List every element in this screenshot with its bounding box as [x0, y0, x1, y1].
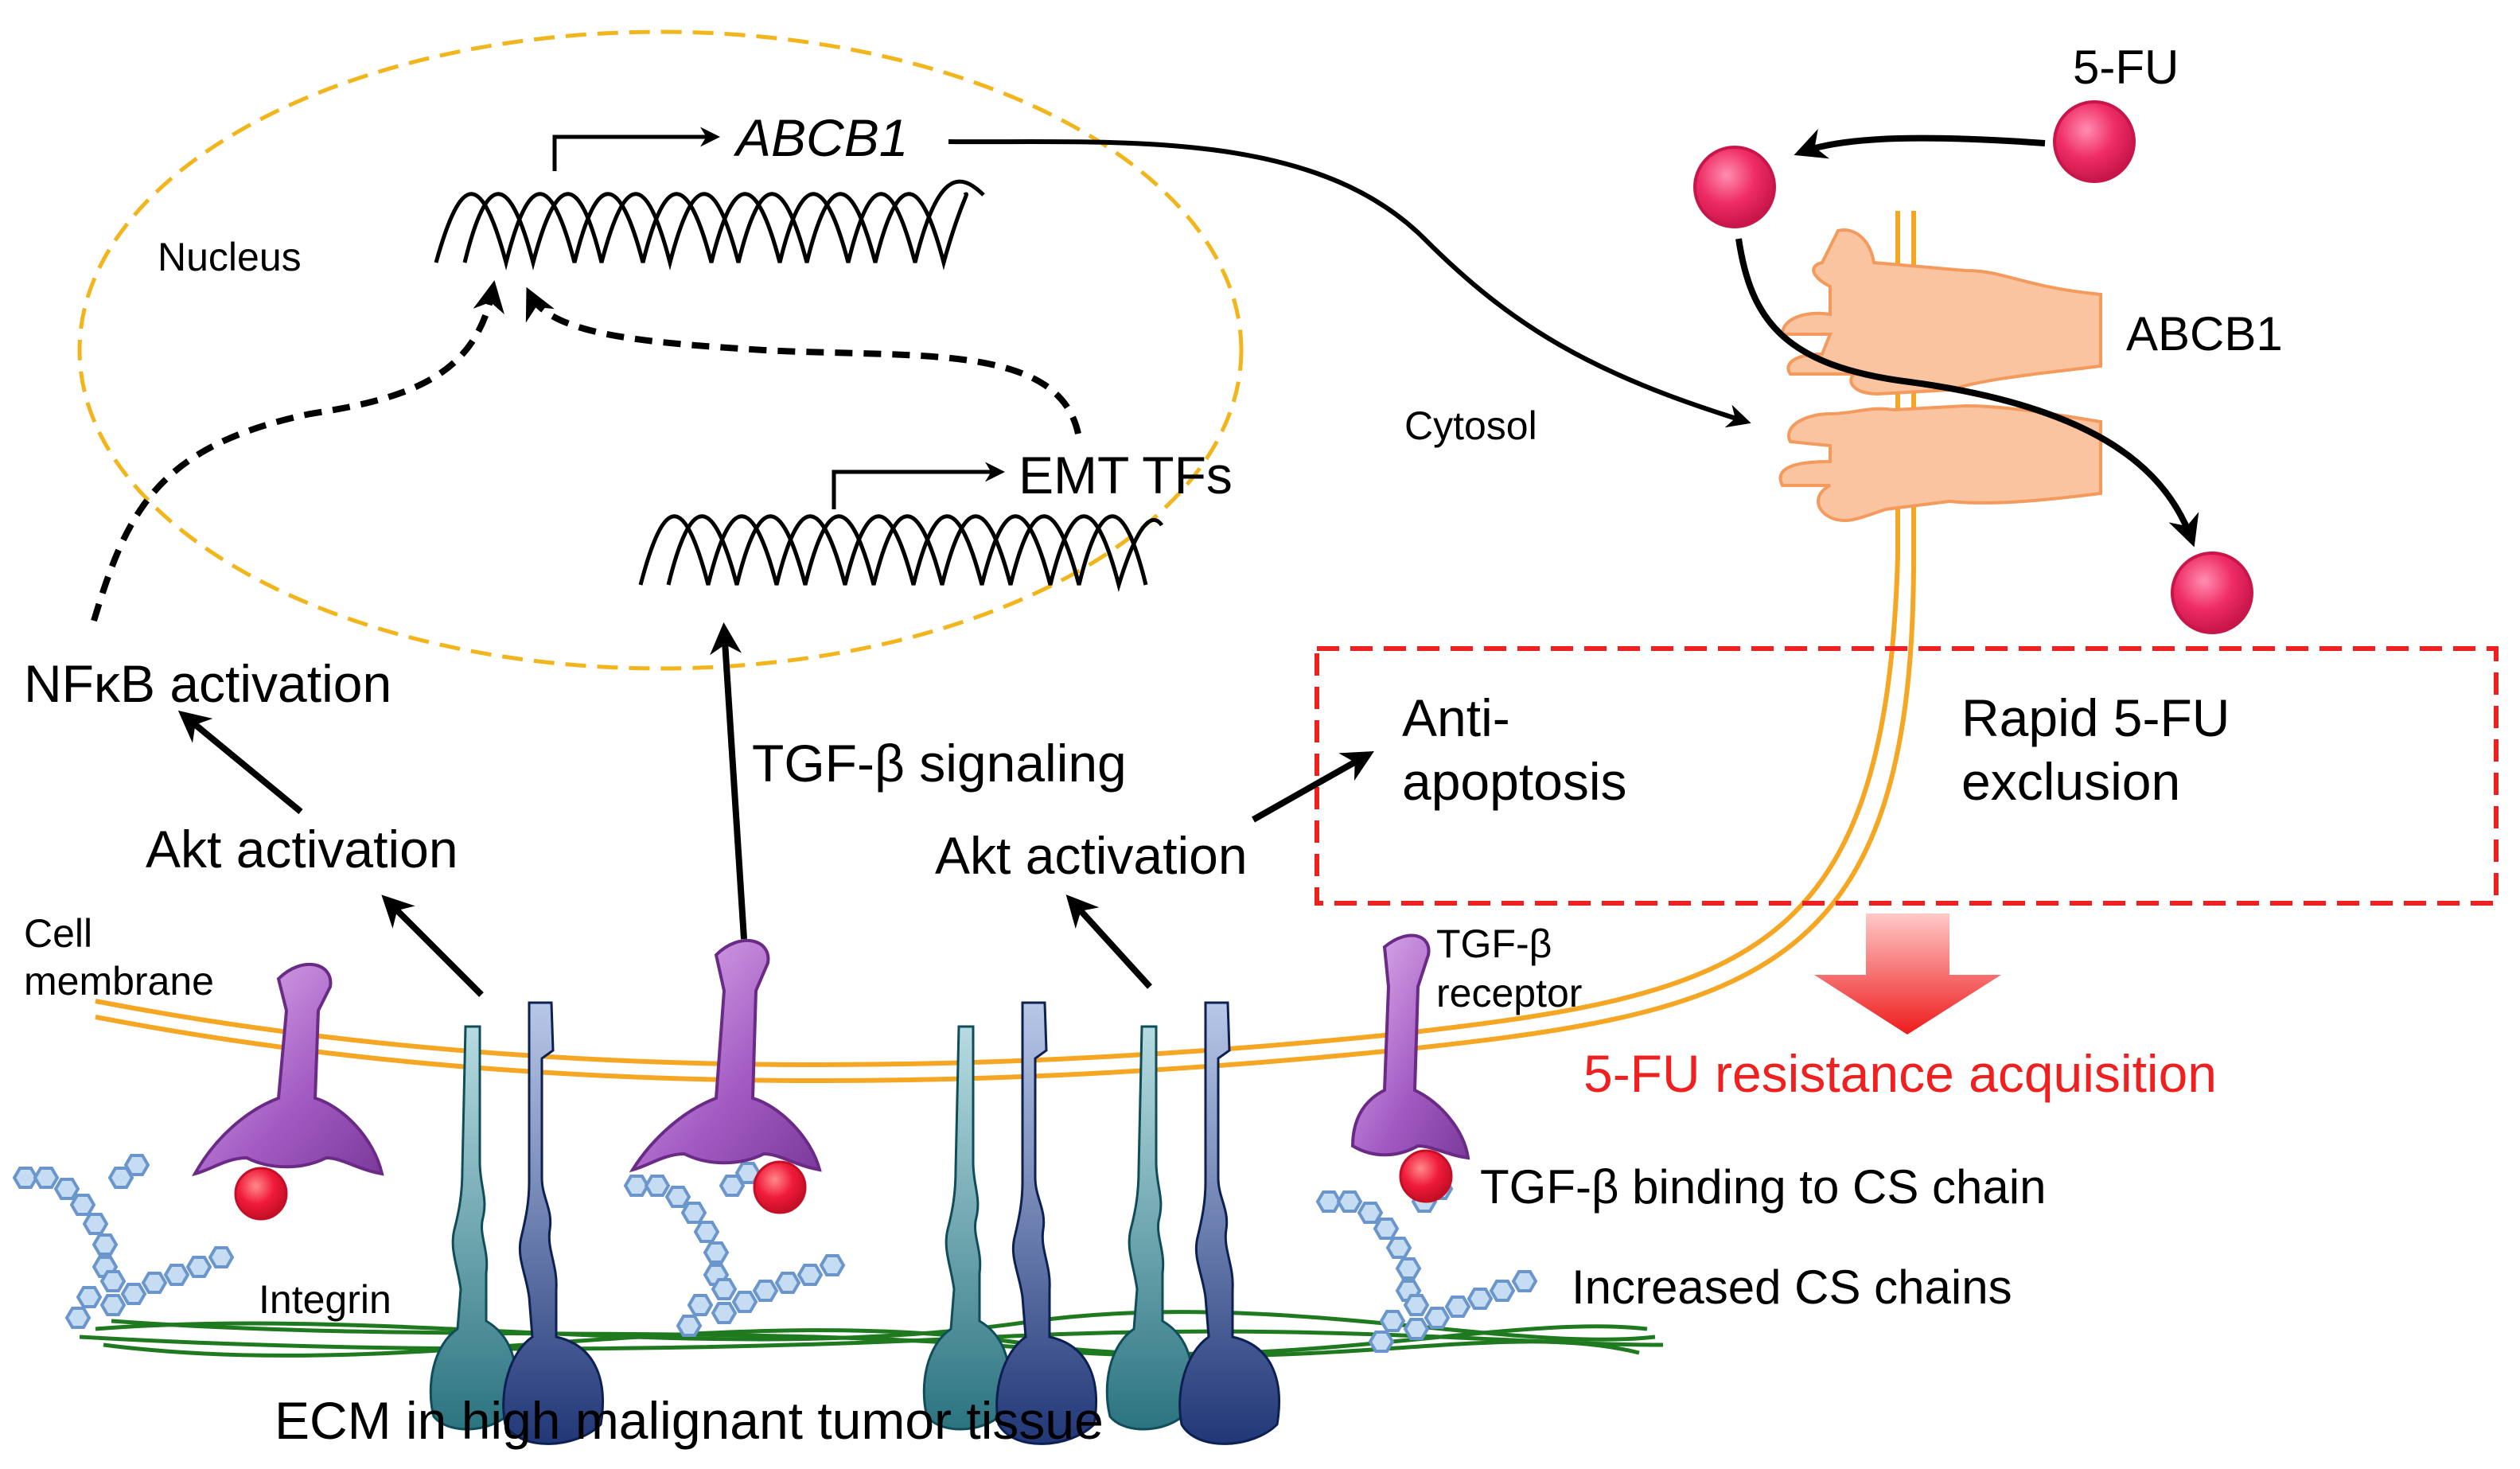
abcb1-to-transporter-arrow [948, 139, 1751, 428]
tgfb-signaling-label: TGF-β signaling [752, 734, 1127, 793]
five-fu-influx-arrow [1794, 128, 2046, 159]
abcb1-transporter [1778, 228, 2102, 523]
emt-tfs-label: EMT TFs [1019, 446, 1233, 505]
nfkb-to-abcb1-dashed-arrow [91, 280, 504, 622]
cytosol-label: Cytosol [1404, 403, 1537, 448]
rapid-exclusion-label-line1: Rapid 5-FU [1961, 688, 2230, 747]
abcb1-gene-label: ABCB1 [733, 108, 908, 167]
akt-to-nfkb-arrow [177, 710, 303, 815]
akt-activation-right-label: Akt activation [935, 826, 1248, 885]
integrin-middle [922, 1001, 1098, 1445]
resistance-label: 5-FU resistance acquisition [1583, 1044, 2217, 1103]
tgfb-receptor-left [192, 963, 384, 1221]
rapid-exclusion-label-line2: exclusion [1961, 752, 2180, 811]
anti-apoptosis-label-line1: Anti- [1402, 688, 1510, 747]
outcome-box [1315, 646, 2499, 906]
five-fu-molecule-inside [1693, 146, 1776, 228]
tgfb-receptor-label-line1: TGF-β [1436, 922, 1552, 966]
five-fu-molecule-excluded [2171, 551, 2253, 634]
tgfb-receptor-right [1350, 933, 1470, 1203]
nucleus-label: Nucleus [158, 235, 302, 279]
receptor-to-emt-arrow [710, 622, 747, 940]
akt-activation-left-label: Akt activation [146, 820, 458, 879]
five-fu-label: 5-FU [2073, 41, 2179, 94]
dna-helix-emt [638, 514, 1164, 593]
emt-transcription-arrow [832, 462, 1005, 509]
five-fu-efflux-arrow [1735, 238, 2199, 547]
emt-to-abcb1-dashed-arrow [525, 286, 1081, 434]
integrin-to-akt-right-arrow [1065, 894, 1152, 989]
tgfb-binding-label: TGF-β binding to CS chain [1480, 1160, 2046, 1214]
cs-chain-cluster-1 [14, 1155, 232, 1327]
nucleus-boundary [77, 29, 1244, 671]
increased-cs-label: Increased CS chains [1572, 1261, 2012, 1314]
cell-membrane [95, 211, 1916, 1084]
anti-apoptosis-label-line2: apoptosis [1402, 752, 1627, 811]
tgfb-receptor-middle [629, 939, 822, 1214]
ecm-label: ECM in high malignant tumor tissue [275, 1391, 1104, 1450]
nfkb-activation-label: NFκB activation [24, 654, 391, 713]
integrin-label: Integrin [259, 1277, 391, 1322]
dna-helix-abcb1 [434, 179, 985, 271]
five-fu-molecule-outside [2053, 100, 2136, 183]
integrin-to-akt-left-arrow [381, 894, 484, 997]
cell-membrane-label-line2: membrane [24, 959, 214, 1003]
resistance-block-arrow [1814, 914, 2001, 1035]
akt-to-antiapoptosis-arrow [1252, 751, 1374, 823]
tgfb-receptor-label-line2: receptor [1436, 971, 1582, 1015]
abcb1-transporter-label: ABCB1 [2126, 307, 2283, 360]
cs-chain-cluster-2 [625, 1163, 843, 1335]
cell-membrane-label-line1: Cell [24, 911, 92, 956]
abcb1-transcription-arrow [552, 127, 720, 171]
